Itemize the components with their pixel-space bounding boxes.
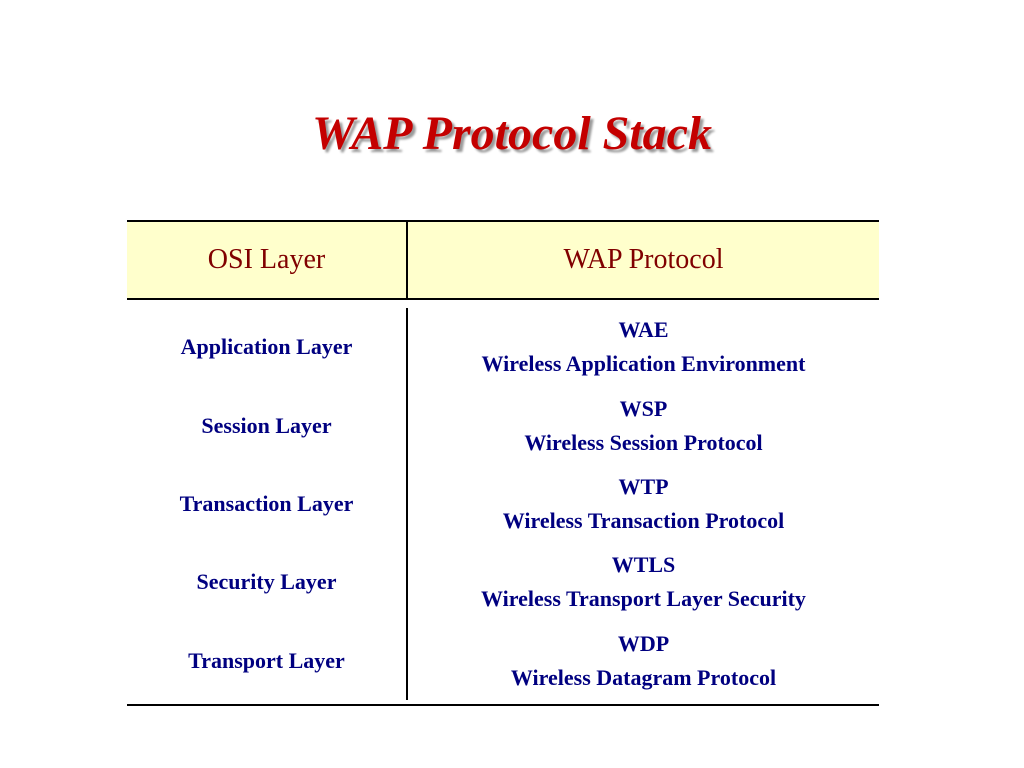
protocol-full-name: Wireless Datagram Protocol xyxy=(510,664,777,690)
protocol-abbr: WTLS xyxy=(611,552,676,578)
wap-protocol-cell: WSP Wireless Session Protocol xyxy=(408,386,879,464)
table-row: Session Layer WSP Wireless Session Proto… xyxy=(127,386,879,465)
protocol-full-name: Wireless Transaction Protocol xyxy=(502,507,785,533)
wap-protocol-cell: WTLS Wireless Transport Layer Security xyxy=(408,543,879,621)
protocol-full-name: Wireless Transport Layer Security xyxy=(481,586,806,612)
wap-protocol-cell: WAE Wireless Application Environment xyxy=(408,308,879,386)
table-row: Transaction Layer WTP Wireless Transacti… xyxy=(127,464,879,544)
slide-title: WAP Protocol Stack xyxy=(312,107,712,160)
protocol-abbr: WTP xyxy=(618,473,669,499)
table-row: Application Layer WAE Wireless Applicati… xyxy=(127,308,879,387)
protocol-abbr: WSP xyxy=(619,395,668,421)
osi-layer-cell: Session Layer xyxy=(127,386,408,465)
header-osi-layer: OSI Layer xyxy=(127,222,408,298)
header-wap-protocol: WAP Protocol xyxy=(563,244,724,275)
protocol-abbr: WAE xyxy=(618,317,669,343)
osi-layer-cell: Application Layer xyxy=(127,308,408,387)
protocol-full-name: Wireless Session Protocol xyxy=(524,429,763,455)
osi-layer-cell: Transaction Layer xyxy=(127,464,408,544)
table-body: Application Layer WAE Wireless Applicati… xyxy=(127,300,879,704)
protocol-full-name: Wireless Application Environment xyxy=(481,351,806,377)
osi-layer-cell: Security Layer xyxy=(127,543,408,622)
wap-protocol-cell: WTP Wireless Transaction Protocol xyxy=(408,465,879,543)
table-row: Security Layer WTLS Wireless Transport L… xyxy=(127,543,879,622)
table-header-row: OSI Layer WAP Protocol xyxy=(127,222,879,300)
table-row: Transport Layer WDP Wireless Datagram Pr… xyxy=(127,621,879,700)
osi-layer-cell: Transport Layer xyxy=(127,621,408,700)
protocol-table: OSI Layer WAP Protocol Application Layer… xyxy=(127,220,879,706)
protocol-abbr: WDP xyxy=(617,630,670,656)
wap-protocol-cell: WDP Wireless Datagram Protocol xyxy=(408,622,879,700)
